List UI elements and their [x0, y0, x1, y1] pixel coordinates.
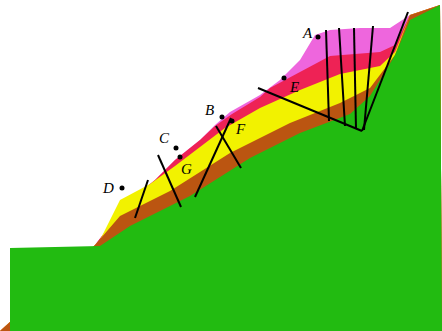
- point-label: C: [159, 131, 169, 146]
- point: [282, 76, 287, 81]
- top-layer: [0, 5, 442, 331]
- point: [120, 186, 125, 191]
- point-label: F: [236, 122, 245, 137]
- yellow-layer: [0, 5, 442, 331]
- point: [174, 146, 179, 151]
- pile: [195, 118, 231, 197]
- pile: [354, 28, 356, 129]
- red-layer: [0, 5, 442, 331]
- pile: [364, 26, 373, 130]
- point: [178, 155, 183, 160]
- pile: [135, 180, 148, 218]
- point-label: G: [181, 162, 192, 177]
- point: [230, 119, 235, 124]
- point: [220, 115, 225, 120]
- pile: [158, 155, 181, 207]
- pile: [326, 30, 329, 121]
- pile: [339, 28, 345, 126]
- brown-layer: [0, 5, 442, 331]
- point-label: B: [205, 103, 214, 118]
- point-label: D: [103, 181, 114, 196]
- points: [120, 35, 321, 191]
- anchor-lines: [135, 12, 408, 218]
- point-label: A: [303, 26, 312, 41]
- point-label: E: [290, 80, 299, 95]
- point: [316, 35, 321, 40]
- slip-line: [362, 12, 408, 131]
- bedrock: [10, 5, 442, 331]
- slip-line: [258, 88, 362, 131]
